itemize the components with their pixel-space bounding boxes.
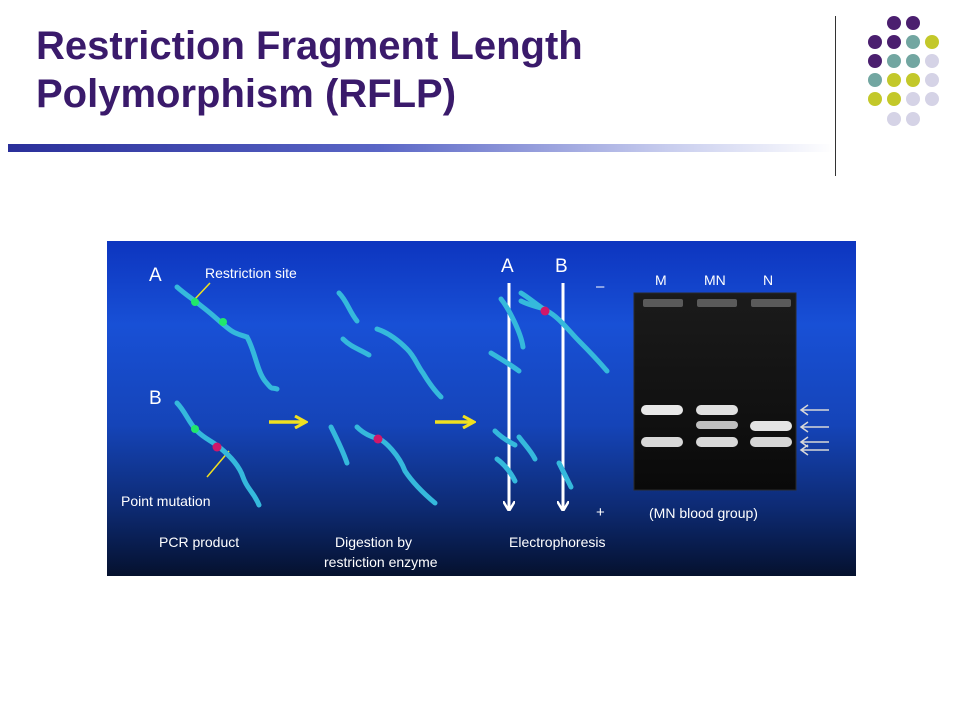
mutation-dot: [212, 442, 222, 452]
restriction-site-dot: [191, 298, 199, 306]
label-a: A: [149, 265, 162, 286]
title-line-2: Polymorphism (RFLP): [36, 72, 457, 116]
decorative-dot: [868, 92, 882, 106]
label-b: B: [149, 388, 162, 409]
decorative-dot: [887, 112, 901, 126]
gel-band: [696, 437, 738, 447]
fragment-a1: [336, 290, 360, 324]
track-fragment: [488, 350, 522, 374]
point-mutation-label: Point mutation: [121, 493, 211, 509]
decorative-dot: [868, 73, 882, 87]
gel-band: [750, 437, 792, 447]
decorative-dot-grid: [868, 16, 939, 126]
corner-divider: [835, 16, 836, 176]
decorative-dot: [887, 92, 901, 106]
title-underline: [8, 144, 834, 152]
electro-label-b: B: [555, 256, 568, 277]
decorative-dot: [925, 73, 939, 87]
decorative-dot: [925, 54, 939, 68]
restriction-site-dot: [219, 318, 227, 326]
digestion-caption-line1: Digestion by: [335, 534, 412, 550]
gel-band: [696, 405, 738, 415]
decorative-dot: [887, 73, 901, 87]
decorative-dot: [868, 54, 882, 68]
track-fragment: [492, 428, 518, 448]
decorative-dot: [887, 16, 901, 30]
electro-label-a: A: [501, 256, 514, 277]
track-fragment: [518, 290, 610, 374]
decorative-dot: [906, 35, 920, 49]
gel-band: [696, 421, 738, 429]
gel-band: [750, 421, 792, 431]
cathode-sign: –: [596, 278, 605, 295]
gel-band: [641, 405, 683, 415]
electrophoresis-caption: Electrophoresis: [509, 534, 606, 550]
lane-label-n: N: [763, 272, 773, 288]
rflp-figure: A B Restriction site Point mutation A B …: [107, 241, 856, 576]
decorative-dot: [887, 54, 901, 68]
restriction-site-dot: [191, 425, 199, 433]
slide-title: Restriction Fragment Length Polymorphism…: [36, 22, 796, 118]
gel-caption: (MN blood group): [649, 505, 758, 521]
dna-strand-b: [174, 400, 262, 508]
decorative-dot: [868, 35, 882, 49]
decorative-dot: [887, 35, 901, 49]
fragment-b2: [354, 424, 438, 506]
decorative-dot: [925, 35, 939, 49]
pcr-product-caption: PCR product: [159, 534, 239, 550]
track-fragment: [556, 460, 574, 490]
track-fragment: [516, 434, 538, 462]
dna-strand-a: [174, 284, 280, 392]
anode-sign: +: [596, 504, 605, 521]
track-fragment: [498, 296, 526, 350]
restriction-site-pointer: [194, 282, 211, 300]
restriction-site-label: Restriction site: [205, 265, 297, 281]
track-fragment: [494, 456, 518, 484]
fragment-a2: [340, 336, 372, 358]
gel-well: [643, 299, 683, 307]
decorative-dot: [906, 112, 920, 126]
decorative-dot: [906, 16, 920, 30]
fragment-b1: [328, 424, 350, 466]
gel-well: [697, 299, 737, 307]
title-line-1: Restriction Fragment Length: [36, 24, 583, 68]
fragment-a3: [374, 326, 444, 400]
gel-photo: [633, 292, 797, 491]
decorative-dot: [925, 92, 939, 106]
mutation-dot: [373, 434, 383, 444]
gel-band: [641, 437, 683, 447]
decorative-dot: [906, 54, 920, 68]
lane-label-m: M: [655, 272, 667, 288]
mutation-dot: [540, 306, 550, 316]
lane-label-mn: MN: [704, 272, 726, 288]
digestion-caption-line2: restriction enzyme: [324, 554, 438, 570]
band-arrows: [799, 404, 829, 456]
decorative-dot: [906, 92, 920, 106]
rflp-diagram: A B Restriction site Point mutation A B …: [121, 256, 829, 570]
gel-well: [751, 299, 791, 307]
decorative-dot: [906, 73, 920, 87]
